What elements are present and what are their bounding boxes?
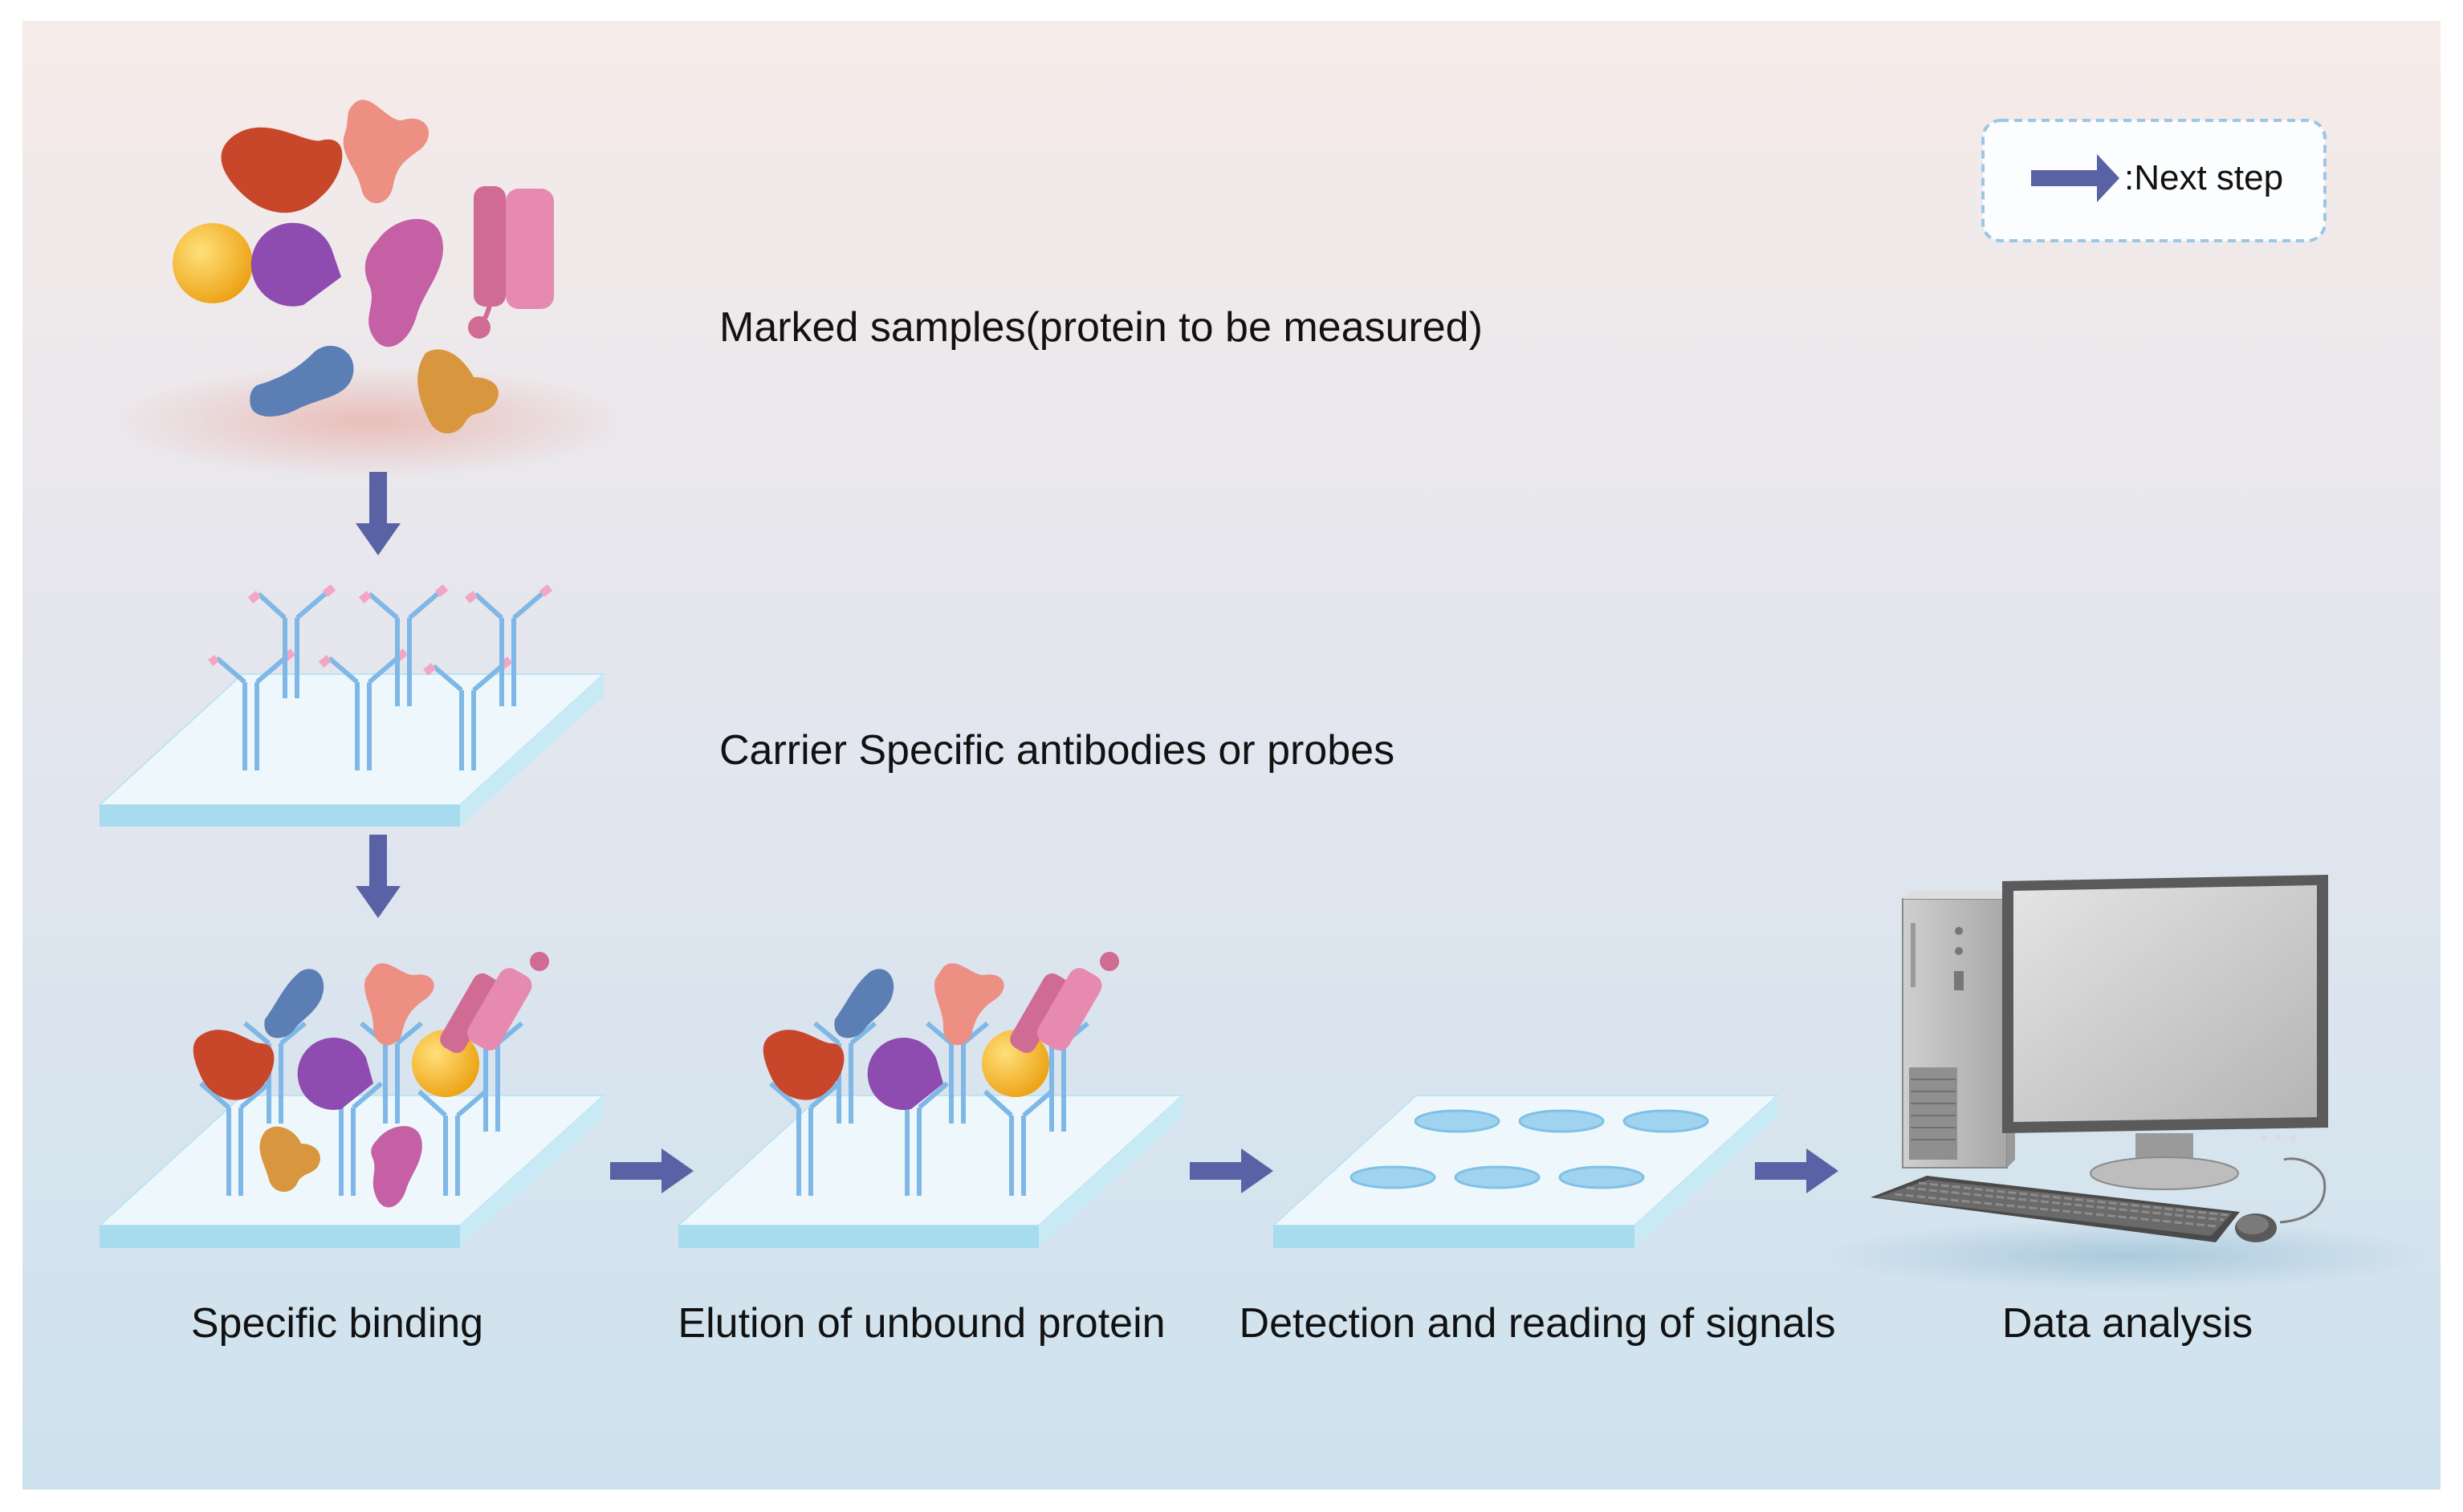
signal-wells <box>1350 1109 1709 1189</box>
label-specific-binding: Specific binding <box>191 1300 483 1347</box>
next-step-arrow-icon <box>2031 154 2119 202</box>
label-detection: Detection and reading of signals <box>1240 1300 1836 1347</box>
protein-orange-shape <box>417 349 499 433</box>
antibody-icon <box>358 584 449 706</box>
antibody-icon <box>417 1089 487 1196</box>
signal-well <box>1454 1165 1541 1189</box>
antibody-icon <box>199 1081 271 1196</box>
label-carrier: Carrier Specific antibodies or probes <box>719 727 1394 774</box>
antibody-array-carrier <box>208 584 553 770</box>
antibody-icon <box>769 1081 841 1196</box>
antibody-icon <box>318 648 409 770</box>
protein-blue-peanut <box>250 345 354 417</box>
signal-well <box>1414 1109 1500 1133</box>
right-arrow-3 <box>1755 1148 1838 1193</box>
carrier-plate <box>97 673 606 827</box>
protein-salmon-shape <box>343 100 429 204</box>
legend-text: :Next step <box>2124 158 2283 197</box>
protein-purple-pacman <box>250 222 341 307</box>
antibody-icon <box>464 584 553 706</box>
protein-yellow-ball <box>173 223 253 303</box>
legend-box: :Next step <box>1981 119 2327 242</box>
protein-magenta-shape <box>364 218 444 348</box>
down-arrow-2 <box>356 835 401 918</box>
label-data-analysis: Data analysis <box>2002 1300 2253 1347</box>
antibody-icon <box>247 584 336 698</box>
signal-well <box>1622 1109 1709 1133</box>
antibody-array-elution <box>769 1021 1089 1196</box>
elution-plate <box>676 1095 1185 1248</box>
label-elution: Elution of unbound protein <box>678 1300 1165 1347</box>
label-marked-samples: Marked samples(protein to be measured) <box>719 304 1483 351</box>
protein-red-shape <box>221 127 343 213</box>
right-arrow-1 <box>610 1148 694 1193</box>
computer-icon <box>1822 875 2432 1292</box>
signal-well <box>1518 1109 1605 1133</box>
signal-well <box>1558 1165 1645 1189</box>
antibody-icon <box>983 1089 1053 1196</box>
right-arrow-2 <box>1190 1148 1273 1193</box>
antibody-icon <box>422 656 513 770</box>
down-arrow-1 <box>356 472 401 555</box>
bound-proteins-binding <box>193 952 549 1208</box>
signal-well <box>1350 1165 1436 1189</box>
bound-proteins-elution <box>763 952 1119 1110</box>
protein-pink-receptor <box>468 186 554 339</box>
marked-samples-cluster <box>112 100 626 478</box>
